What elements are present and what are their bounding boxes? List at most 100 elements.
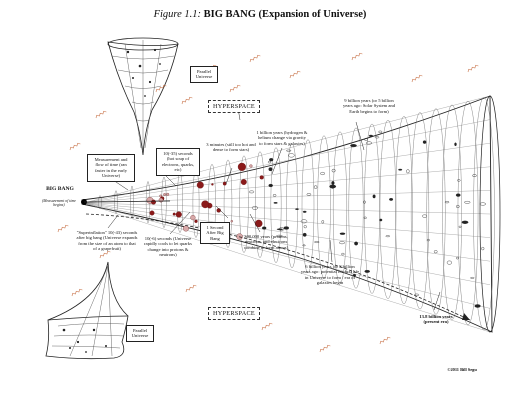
wave-mark (351, 52, 363, 61)
galaxy-mark (457, 179, 461, 182)
galaxy-mark (406, 169, 410, 174)
big-bang-label: BIG BANG (46, 186, 74, 192)
wave-mark (289, 70, 301, 79)
expansion-ring (333, 131, 347, 284)
galaxy-mark (268, 167, 273, 172)
expansion-ring (364, 123, 380, 294)
time-arrow-curve (85, 213, 471, 321)
particle-mark (190, 215, 196, 221)
galaxy-mark (269, 158, 274, 162)
thirteen-point-eight-billion-note: 13.8 billion years (present era) (419, 314, 453, 325)
parallel-universe-top-label: Parallel Universe (190, 66, 218, 83)
big-bang-sublabel: (Measurement of time begins) (42, 199, 76, 208)
galaxy-mark (378, 130, 383, 134)
six-billion-years-note: 6 billion years (or 8 billion years ago:… (300, 264, 360, 285)
galaxy-mark (472, 174, 477, 178)
particle-mark (196, 181, 204, 189)
expansion-ring (379, 120, 397, 299)
expansion-ring (426, 108, 446, 315)
galaxy-mark (267, 160, 272, 164)
galaxy-mark (302, 244, 306, 247)
wave-mark (261, 322, 273, 331)
galaxy-mark (320, 171, 325, 175)
galaxy-mark (350, 144, 357, 148)
parallel-universe-bottom-label: Parallel Universe (126, 325, 154, 342)
particle-mark (182, 225, 189, 232)
wave-mark (95, 110, 107, 119)
galaxy-mark (385, 235, 391, 238)
big-bang-point (81, 199, 171, 205)
particle-mark (254, 219, 263, 228)
galaxy-mark (339, 232, 346, 235)
galaxy-mark (273, 202, 278, 204)
wave-mark (185, 284, 197, 293)
expansion-ray (83, 202, 491, 215)
expansion-ring (255, 151, 265, 258)
expansion-ring (348, 127, 364, 289)
ten-neg35-seconds-box: 10(-35) seconds (hot soup of electrons, … (156, 148, 200, 176)
ten-neg6-seconds-note: 10(-6) seconds (Universe rapidly cools t… (144, 236, 192, 257)
galaxy-mark (364, 138, 368, 141)
galaxy-mark (458, 225, 462, 228)
galaxy-mark (283, 226, 289, 230)
particle-mark (201, 200, 210, 209)
wave-mark (379, 336, 391, 345)
expansion-cone (81, 95, 501, 333)
particle-mark (194, 219, 198, 223)
particle-mark (175, 211, 182, 218)
expansion-ray (83, 95, 491, 204)
galaxy-mark (314, 241, 320, 244)
galaxy-mark (365, 141, 373, 145)
galaxy-mark (481, 247, 485, 251)
expansion-ring (286, 143, 298, 268)
wave-mark (411, 74, 423, 83)
galaxy-mark (433, 250, 438, 254)
wave-mark (467, 64, 479, 73)
galaxy-mark (329, 184, 337, 189)
parallel-universe-bottom-funnel (45, 261, 129, 360)
galaxy-mark (249, 190, 255, 194)
galaxy-mark (262, 226, 267, 230)
three-minutes-note: 3 minutes (still too hot and dense to fo… (206, 142, 256, 153)
measurement-time-box: Measurement and flow of time (ran faster… (87, 154, 135, 182)
particle-mark (149, 210, 155, 216)
wave-mark (249, 54, 261, 63)
galaxy-mark (456, 204, 460, 208)
galaxy-mark (368, 134, 373, 137)
expansion-ring (270, 147, 282, 263)
galaxy-mark (444, 201, 450, 204)
galaxy-mark (474, 304, 481, 308)
galaxy-mark (422, 214, 427, 218)
nine-billion-years-note: 9 billion years (or 5 billion years ago:… (342, 98, 396, 114)
expansion-ray (83, 119, 491, 204)
expansion-ring (239, 155, 249, 253)
particle-mark (166, 192, 170, 196)
expansion-ring (395, 116, 413, 305)
particle-mark (240, 179, 247, 185)
expansion-ray (83, 202, 491, 262)
three-hundred-thousand-years-note: 300,000 years (protons, neutrons, and el… (243, 234, 289, 250)
figure-name: BIG BANG (Expansion of Universe) (203, 9, 367, 20)
wave-mark (69, 142, 81, 151)
galaxy-mark (470, 276, 475, 279)
expansion-ring (457, 100, 479, 325)
galaxy-mark (352, 273, 356, 277)
galaxy-mark (446, 260, 452, 265)
expansion-ring (161, 176, 167, 228)
expansion-ring (442, 104, 462, 320)
galaxy-mark (363, 216, 367, 219)
galaxy-mark (379, 218, 383, 222)
expansion-ring (410, 112, 430, 310)
parallel-universe-top-funnel (107, 37, 179, 156)
expansion-ring (223, 159, 233, 248)
galaxy-mark (479, 202, 486, 206)
one-second-box: 1 Second After Big Bang (200, 222, 230, 245)
particle-mark (211, 183, 214, 186)
galaxy-mark (354, 241, 358, 246)
galaxy-mark (321, 220, 325, 224)
galaxy-mark (389, 197, 394, 201)
particle-mark (158, 197, 164, 203)
galaxy-mark (456, 256, 459, 260)
